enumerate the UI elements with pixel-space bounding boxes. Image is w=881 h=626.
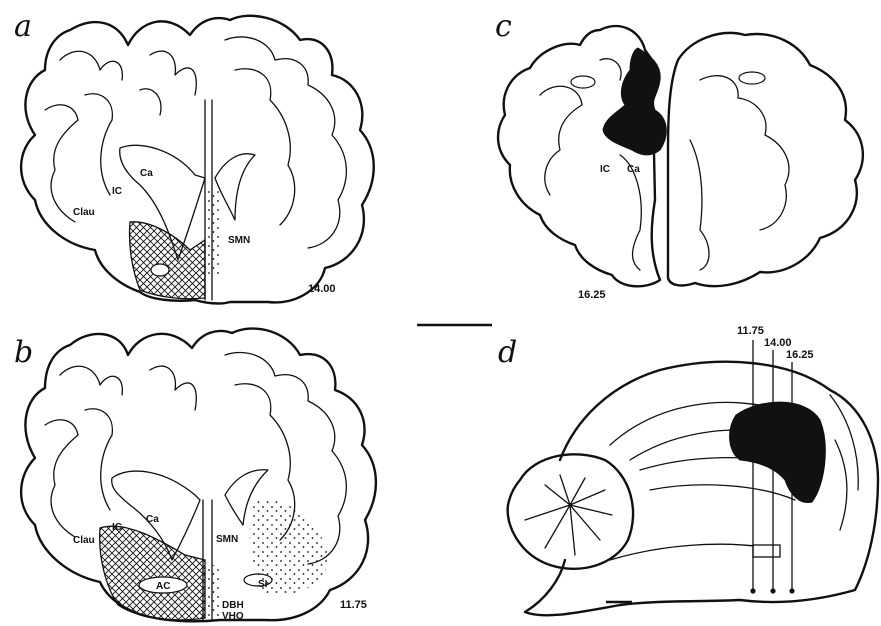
panel-a-label-smn: SMN xyxy=(228,235,250,246)
panel-d: d 11.75 14.00 16.25 xyxy=(498,325,878,615)
panel-a-label-ic: IC xyxy=(112,186,122,197)
panel-a: a Clau IC Ca SMN 14.00 xyxy=(14,9,374,303)
panel-c-section-level: 16.25 xyxy=(578,289,606,301)
panel-a-label-ca: Ca xyxy=(140,168,153,179)
panel-a-stippled-cells xyxy=(206,190,220,275)
panel-d-level-label-2: 14.00 xyxy=(764,337,792,349)
panel-c-label-ic: IC xyxy=(600,164,610,175)
panel-b-letter: b xyxy=(14,335,33,370)
panel-a-white-matter xyxy=(85,69,295,225)
panel-b-section-level: 11.75 xyxy=(340,599,367,611)
panel-c: c IC Ca 16.25 xyxy=(495,9,863,301)
panel-b: b Clau IC Ca SMN AC SI DBH VHO 11.75 xyxy=(14,329,376,622)
panel-b-hatched-region xyxy=(100,526,205,620)
panel-b-label-ca: Ca xyxy=(146,514,159,525)
panel-b-label-smn: SMN xyxy=(216,534,238,545)
panel-c-letter: c xyxy=(495,9,512,44)
panel-a-label-clau: Clau xyxy=(73,207,95,218)
panel-b-label-ac: AC xyxy=(156,581,170,592)
panel-b-label-vho: VHO xyxy=(222,611,244,622)
panel-b-label-ic: IC xyxy=(112,522,122,533)
panel-c-lesion xyxy=(603,48,666,155)
panel-d-cerebellum-folia xyxy=(525,475,612,555)
panel-b-label-si: SI xyxy=(258,579,268,590)
panel-d-level-label-3: 16.25 xyxy=(786,349,814,361)
panel-a-anterior-commissure xyxy=(151,264,169,276)
panel-c-label-ca: Ca xyxy=(627,164,640,175)
panel-c-inner-contours xyxy=(540,59,789,270)
panel-a-ventricle-right xyxy=(215,154,255,220)
panel-d-level-dot-2 xyxy=(770,588,775,593)
panel-d-level-label-1: 11.75 xyxy=(737,325,764,337)
panel-c-small-gyrus-right xyxy=(739,72,765,84)
panel-a-section-level: 14.00 xyxy=(308,283,336,295)
panel-a-letter: a xyxy=(14,9,32,44)
panel-b-label-dbh: DBH xyxy=(222,600,244,611)
panel-d-level-dot-1 xyxy=(750,588,755,593)
panel-d-letter: d xyxy=(498,335,517,370)
panel-d-brainstem-marker xyxy=(753,545,780,557)
panel-a-hatched-region xyxy=(129,222,205,299)
panel-b-stippled-midline xyxy=(204,565,220,617)
panel-c-small-gyrus-left xyxy=(571,76,595,88)
panel-b-label-clau: Clau xyxy=(73,535,95,546)
panel-d-brain-outline xyxy=(525,362,878,616)
panel-d-level-dot-3 xyxy=(789,588,794,593)
